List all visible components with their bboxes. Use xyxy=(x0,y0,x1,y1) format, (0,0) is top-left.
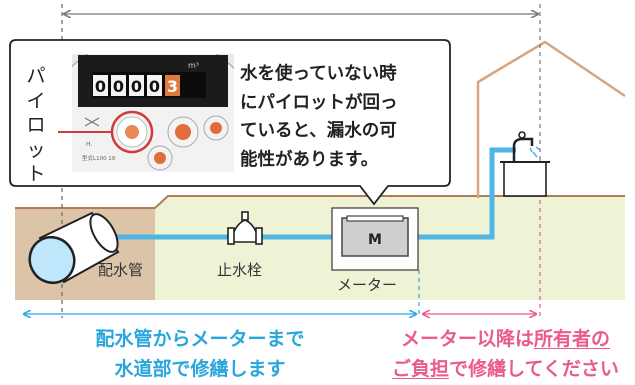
meter-logo-mark xyxy=(84,117,100,127)
meter-box xyxy=(331,207,419,271)
pilot-explanation-line: ていると、漏水の可 xyxy=(240,121,397,141)
meter-digit: 0 xyxy=(149,77,160,96)
meter-digit: 3 xyxy=(167,77,178,96)
owner-caption: メーター以降は所有者の ご負担で修繕してください xyxy=(378,324,633,384)
pilot-explanation-line: 能性があります。 xyxy=(240,149,379,170)
pilot-label-char: ロ xyxy=(26,114,46,136)
meter-digit-wheel xyxy=(165,75,180,96)
service-pipe xyxy=(95,147,516,240)
pilot-label-char: イ xyxy=(26,89,46,112)
waterworks-caption-line2: 水道部で修繕します xyxy=(114,358,286,380)
meter-mark: M xyxy=(368,232,382,248)
meter-photo xyxy=(72,54,234,172)
pilot-label-char: パ xyxy=(26,65,46,87)
meter-unit: m³ xyxy=(188,61,199,70)
meter-letter-mark: H. xyxy=(86,141,92,148)
pilot-explanation: 水を使っていない時 にパイロットが回っ ていると、漏水の可 能性があります。 xyxy=(240,60,440,174)
main-pipe-label: 配水管 xyxy=(98,261,144,279)
pilot-explanation-line: にパイロットが回っ xyxy=(240,92,398,113)
meter-digit: 0 xyxy=(95,77,106,96)
pilot-vertical-label: パ イ ロ ッ ト xyxy=(22,64,50,187)
stop-valve xyxy=(227,211,263,245)
pilot-label-char: ッ xyxy=(26,138,46,161)
pilot-label-char: ト xyxy=(26,163,46,185)
main-water-pipe xyxy=(28,211,120,285)
meter-digit-wheel xyxy=(147,75,162,96)
pilot-explanation-line: 水を使っていない時 xyxy=(240,64,397,84)
waterworks-caption-line1: 配水管からメーターまで xyxy=(95,328,305,350)
meter-digit: 0 xyxy=(113,77,124,96)
meter-digit-wheel xyxy=(129,75,144,96)
faucet-icon xyxy=(500,131,550,197)
stop-valve-label: 止水栓 xyxy=(217,261,263,279)
meter-label: メーター xyxy=(337,276,398,294)
meter-digit-wheel xyxy=(93,75,108,96)
meter-digit-wheel xyxy=(111,75,126,96)
waterworks-caption: 配水管からメーターまで 水道部で修繕します xyxy=(70,324,330,384)
house-outline xyxy=(476,40,626,198)
ground-line xyxy=(15,195,625,209)
owner-caption-line1: メーター以降は所有者の xyxy=(400,328,611,350)
owner-caption-line2: ご負担で修繕してください xyxy=(392,358,619,380)
meter-model-mark: 型式L100 19 xyxy=(82,154,116,162)
meter-digit: 0 xyxy=(131,77,142,96)
